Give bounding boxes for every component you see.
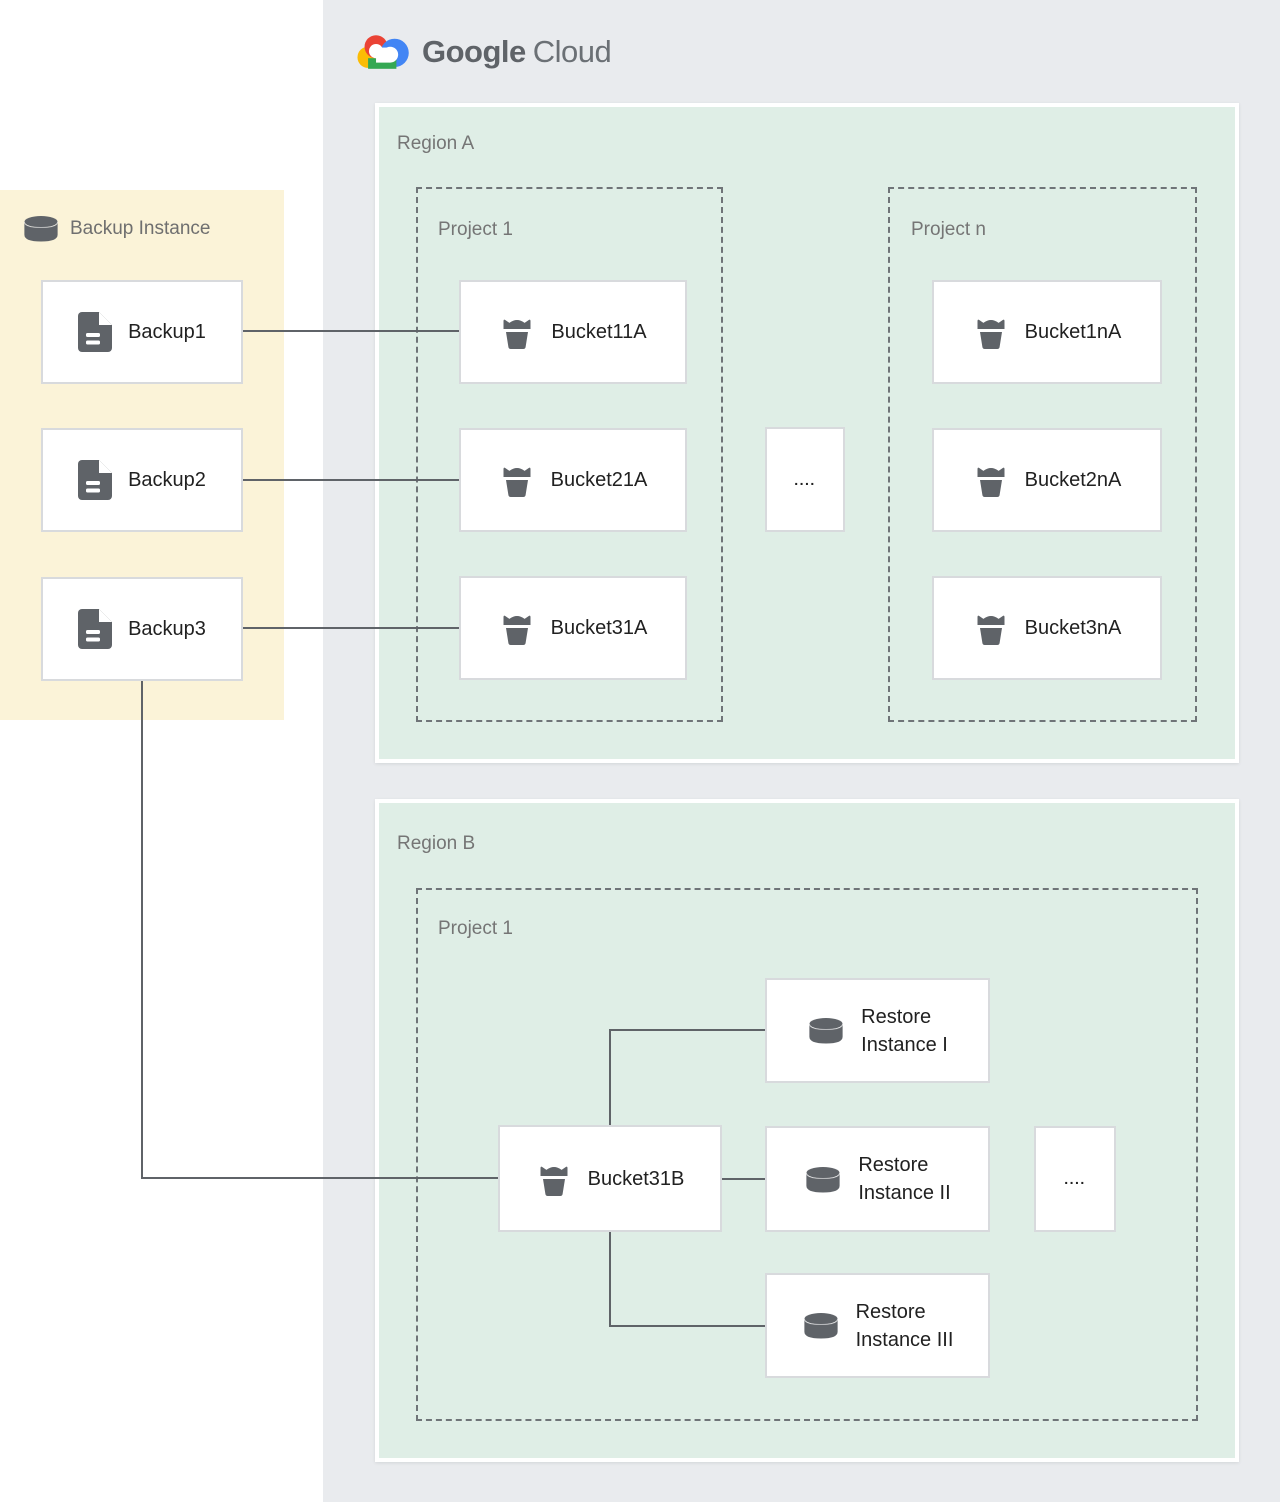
logo-cloud-word: Cloud	[532, 34, 612, 69]
backup2-label: Backup2	[128, 469, 206, 491]
bucket31b-node: Bucket31B	[498, 1125, 722, 1232]
restore-instance-3-label: Restore Instance III	[855, 1300, 954, 1351]
region-a-project-n-box	[888, 187, 1197, 722]
backup3-label: Backup3	[128, 618, 206, 640]
document-icon	[78, 609, 113, 649]
ellipsis-dots: ....	[1064, 1171, 1086, 1187]
region-a-label: Region A	[397, 133, 475, 154]
region-b-ellipsis-node: ....	[1034, 1126, 1116, 1232]
region-a-project-1-label: Project 1	[438, 219, 513, 240]
region-b-label: Region B	[397, 833, 476, 854]
bucket1na-node: Bucket1nA	[932, 280, 1162, 384]
connector-bucket31b-restore3-h	[609, 1325, 765, 1327]
bucket11a-node: Bucket11A	[459, 280, 687, 384]
backup1-label: Backup1	[128, 321, 206, 343]
restore-instance-1-label: Restore Instance I	[861, 1005, 948, 1056]
storage-bucket-icon	[499, 314, 535, 350]
restore-instance-1-node: Restore Instance I	[765, 978, 990, 1083]
storage-bucket-icon	[536, 1161, 572, 1197]
database-cylinder-icon	[802, 1312, 840, 1339]
google-cloud-logo-icon	[355, 29, 413, 75]
region-a-project-1-box	[416, 187, 723, 722]
storage-bucket-icon	[973, 314, 1009, 350]
region-a-project-n-label: Project n	[911, 219, 986, 240]
storage-bucket-icon	[973, 610, 1009, 646]
connector-backup3-bucket31b	[141, 1177, 498, 1179]
bucket2na-node: Bucket2nA	[932, 428, 1162, 532]
connector-bucket31b-restore2	[722, 1178, 765, 1180]
bucket2na-label: Bucket2nA	[1024, 469, 1122, 491]
bucket21a-node: Bucket21A	[459, 428, 687, 532]
region-a-ellipsis-node: ....	[765, 427, 845, 532]
region-b-project-1-box	[416, 888, 1198, 1421]
backup3-node: Backup3	[41, 577, 243, 681]
connector-bucket31b-restore3-v	[609, 1232, 611, 1327]
database-cylinder-icon	[807, 1017, 845, 1044]
connector-backup3-bucket31a	[243, 627, 459, 629]
bucket21a-label: Bucket21A	[550, 469, 648, 491]
document-icon	[78, 460, 113, 500]
database-cylinder-icon	[804, 1166, 842, 1193]
bucket31a-node: Bucket31A	[459, 576, 687, 680]
bucket3na-label: Bucket3nA	[1024, 617, 1122, 639]
connector-bucket31b-restore1-h	[609, 1029, 765, 1031]
bucket31b-label: Bucket31B	[587, 1167, 685, 1190]
bucket31a-label: Bucket31A	[550, 617, 648, 639]
backup1-node: Backup1	[41, 280, 243, 384]
storage-bucket-icon	[973, 462, 1009, 498]
backup-instance-header: Backup Instance	[22, 215, 210, 242]
backup2-node: Backup2	[41, 428, 243, 532]
bucket3na-node: Bucket3nA	[932, 576, 1162, 680]
database-cylinder-icon	[22, 215, 60, 242]
bucket11a-label: Bucket11A	[551, 321, 647, 343]
logo-google-word: Google	[422, 34, 526, 69]
restore-instance-2-label: Restore Instance II	[858, 1154, 951, 1204]
restore-instance-3-node: Restore Instance III	[765, 1273, 990, 1378]
restore-instance-2-node: Restore Instance II	[765, 1126, 990, 1232]
connector-bucket31b-restore1-v	[609, 1030, 611, 1125]
document-icon	[78, 312, 113, 352]
ellipsis-dots: ....	[794, 471, 816, 488]
connector-backup2-bucket21a	[243, 479, 459, 481]
region-b-project-1-label: Project 1	[438, 918, 513, 939]
backup-instance-title: Backup Instance	[70, 217, 211, 239]
connector-backup3-vertical	[141, 681, 143, 1178]
storage-bucket-icon	[499, 610, 535, 646]
storage-bucket-icon	[499, 462, 535, 498]
bucket1na-label: Bucket1nA	[1024, 321, 1122, 343]
connector-backup1-bucket11a	[243, 330, 459, 332]
